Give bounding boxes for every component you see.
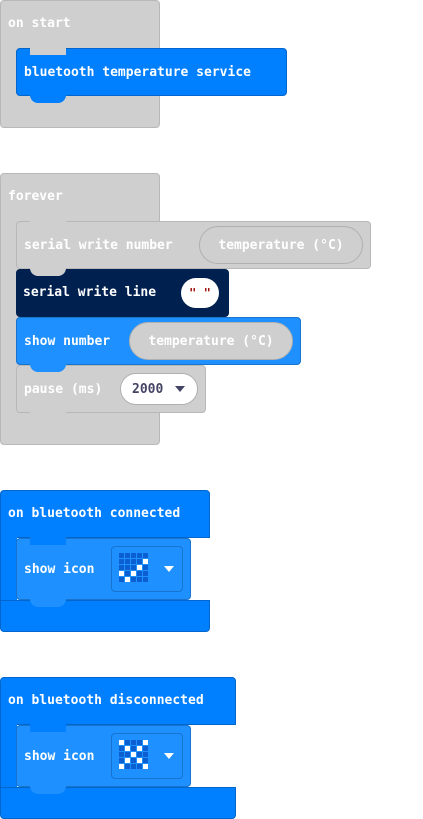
led-off — [143, 758, 148, 763]
forever-label: forever — [8, 189, 63, 204]
pause-label: pause (ms) — [24, 382, 103, 397]
led-off — [125, 553, 130, 558]
pause-value: 2000 — [132, 381, 164, 397]
led-off — [137, 577, 142, 582]
led-off — [125, 752, 130, 757]
led-on — [143, 559, 148, 564]
led-off — [125, 565, 130, 570]
led-off — [131, 758, 136, 763]
led-grid-icon — [119, 740, 148, 769]
led-off — [125, 559, 130, 564]
serial-write-number-label: serial write number — [24, 238, 173, 253]
led-on — [125, 746, 130, 751]
on-start-label: on start — [8, 16, 71, 31]
led-off — [137, 553, 142, 558]
led-off — [143, 577, 148, 582]
led-on — [131, 571, 136, 576]
notch — [30, 220, 66, 228]
led-off — [131, 559, 136, 564]
tab — [30, 786, 66, 794]
notch — [30, 537, 66, 545]
disconnected-arm — [0, 724, 17, 788]
show-icon-block[interactable]: show icon — [16, 725, 191, 787]
show-number-label: show number — [24, 334, 111, 349]
serial-write-line-label: serial write line — [23, 285, 157, 300]
led-off — [143, 571, 148, 576]
tab — [30, 364, 66, 372]
tab — [30, 95, 66, 103]
led-on — [131, 752, 136, 757]
led-on — [143, 764, 148, 769]
led-off — [137, 559, 142, 564]
pause-block[interactable]: pause (ms) 2000 — [16, 365, 206, 413]
led-on — [137, 565, 142, 570]
led-off — [131, 553, 136, 558]
led-off — [119, 559, 124, 564]
led-off — [119, 746, 124, 751]
led-off — [119, 752, 124, 757]
on-bluetooth-disconnected-label: on bluetooth disconnected — [8, 693, 204, 708]
led-on — [119, 764, 124, 769]
temperature-reporter[interactable]: temperature (°C) — [199, 226, 363, 264]
serial-write-line-block[interactable]: serial write line " " — [16, 269, 229, 317]
tab — [30, 412, 66, 420]
on-bluetooth-connected-label: on bluetooth connected — [8, 506, 181, 521]
led-grid-icon — [119, 553, 148, 582]
icon-dropdown[interactable] — [111, 733, 183, 779]
chevron-down-icon — [164, 753, 174, 759]
led-off — [137, 752, 142, 757]
led-off — [119, 553, 124, 558]
led-off — [137, 764, 142, 769]
temperature-reporter[interactable]: temperature (°C) — [129, 322, 293, 360]
led-on — [137, 758, 142, 763]
led-off — [143, 746, 148, 751]
led-off — [125, 764, 130, 769]
bluetooth-temperature-service-label: bluetooth temperature service — [24, 65, 251, 80]
led-off — [125, 740, 130, 745]
led-off — [125, 571, 130, 576]
led-off — [143, 752, 148, 757]
icon-dropdown[interactable] — [111, 546, 183, 592]
led-off — [131, 565, 136, 570]
led-off — [131, 577, 136, 582]
led-off — [143, 553, 148, 558]
led-off — [131, 746, 136, 751]
led-off — [119, 577, 124, 582]
show-icon-block[interactable]: show icon — [16, 538, 191, 600]
notch — [30, 47, 66, 55]
led-off — [143, 565, 148, 570]
led-on — [125, 758, 130, 763]
tab — [30, 599, 66, 607]
notch — [30, 724, 66, 732]
pause-value-dropdown[interactable]: 2000 — [120, 373, 198, 405]
connected-header — [0, 490, 210, 538]
led-off — [137, 740, 142, 745]
led-off — [119, 758, 124, 763]
serial-write-number-block[interactable]: serial write number temperature (°C) — [16, 221, 371, 269]
chevron-down-icon — [164, 566, 174, 572]
led-off — [131, 740, 136, 745]
tab — [30, 268, 66, 276]
led-on — [125, 577, 130, 582]
led-on — [137, 746, 142, 751]
chevron-down-icon — [175, 386, 185, 392]
led-on — [119, 571, 124, 576]
disconnected-header — [0, 677, 236, 725]
led-off — [119, 565, 124, 570]
connected-arm — [0, 537, 17, 601]
show-number-block[interactable]: show number temperature (°C) — [16, 317, 301, 365]
show-icon-label: show icon — [24, 749, 95, 764]
show-icon-label: show icon — [24, 562, 95, 577]
led-on — [119, 740, 124, 745]
led-on — [143, 740, 148, 745]
led-off — [131, 764, 136, 769]
string-input[interactable]: " " — [181, 278, 219, 308]
led-off — [137, 571, 142, 576]
bluetooth-temperature-service-block[interactable]: bluetooth temperature service — [16, 48, 287, 96]
